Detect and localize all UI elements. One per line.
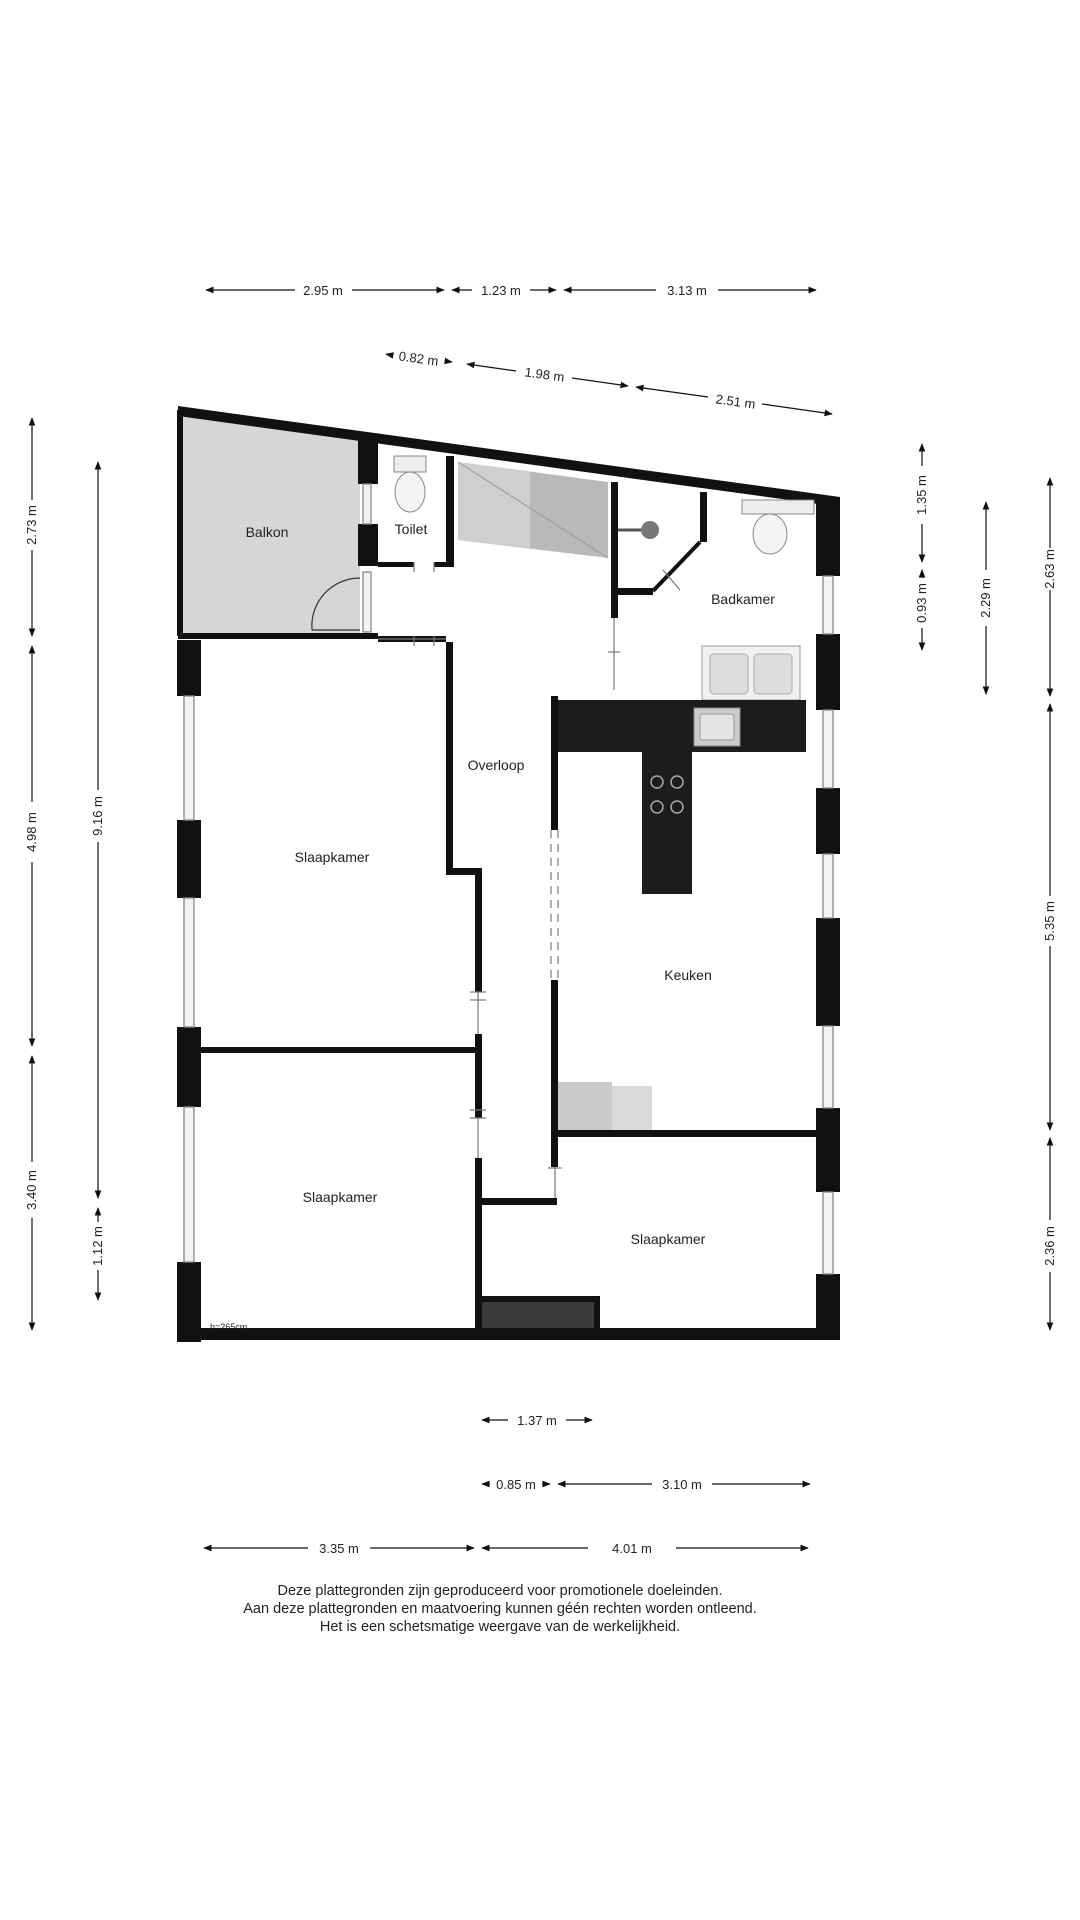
room-label-slaapkamer-3: Slaapkamer — [631, 1231, 706, 1247]
room-label-overloop: Overloop — [468, 757, 525, 773]
dim-bottom-2b: 3.10 m — [662, 1477, 702, 1492]
room-label-slaapkamer-2: Slaapkamer — [303, 1189, 378, 1205]
dim-bottom-3b: 4.01 m — [612, 1541, 652, 1556]
dim-bottom-1: 1.37 m — [517, 1413, 557, 1428]
dim-right-outer-3: 2.36 m — [1042, 1226, 1057, 1266]
dim-left-inner-1: 9.16 m — [90, 796, 105, 836]
disclaimer-line: Aan deze plattegronden en maatvoering ku… — [243, 1601, 757, 1617]
windows — [183, 483, 834, 1275]
room-label-keuken: Keuken — [664, 967, 711, 983]
room-label-balkon: Balkon — [246, 524, 289, 540]
disclaimer-line: Deze plattegronden zijn geproduceerd voo… — [277, 1583, 723, 1599]
dim-right-mid: 2.29 m — [978, 578, 993, 618]
dim-left-2: 4.98 m — [24, 812, 39, 852]
dim-top-3: 3.13 m — [667, 283, 707, 298]
interior-walls — [201, 456, 821, 1340]
shower-fixture — [618, 521, 659, 539]
closet-fill — [482, 1302, 594, 1328]
dim-left-inner-2: 1.12 m — [90, 1226, 105, 1266]
ceiling-height-label: h=265cm — [210, 1322, 247, 1332]
dim-top2-1: 0.82 m — [398, 348, 439, 368]
dim-left-1: 2.73 m — [24, 505, 39, 545]
bathroom-toilet-fixture — [741, 499, 815, 555]
toilet-fixture — [393, 455, 427, 513]
dim-bottom-3a: 3.35 m — [319, 1541, 359, 1556]
dimension-lines — [28, 286, 1054, 1552]
room-label-slaapkamer-1: Slaapkamer — [295, 849, 370, 865]
door-markers — [311, 540, 702, 1198]
kitchen-counter — [558, 700, 806, 894]
kitchen-appliance — [558, 1082, 652, 1130]
dim-right-outer-2: 5.35 m — [1042, 901, 1057, 941]
double-sink-fixture — [701, 645, 801, 701]
outer-walls — [177, 406, 840, 1342]
disclaimer-line: Het is een schetsmatige weergave van de … — [319, 1619, 681, 1635]
balcony-floor — [178, 410, 360, 636]
dim-right-outer-1: 2.63 m — [1042, 549, 1057, 589]
room-label-badkamer: Badkamer — [711, 591, 775, 607]
dim-top-2: 1.23 m — [481, 283, 521, 298]
dim-bottom-2a: 0.85 m — [496, 1477, 536, 1492]
dim-top-1: 2.95 m — [303, 283, 343, 298]
dim-top2-2: 1.98 m — [524, 364, 565, 384]
dim-right-inner-1: 1.35 m — [914, 475, 929, 515]
stairwell — [457, 461, 609, 559]
dim-left-3: 3.40 m — [24, 1170, 39, 1210]
disclaimer: Deze plattegronden zijn geproduceerd voo… — [0, 1582, 1000, 1636]
room-label-toilet: Toilet — [395, 521, 428, 537]
dim-right-inner-2: 0.93 m — [914, 583, 929, 623]
dim-top2-3: 2.51 m — [715, 391, 756, 411]
